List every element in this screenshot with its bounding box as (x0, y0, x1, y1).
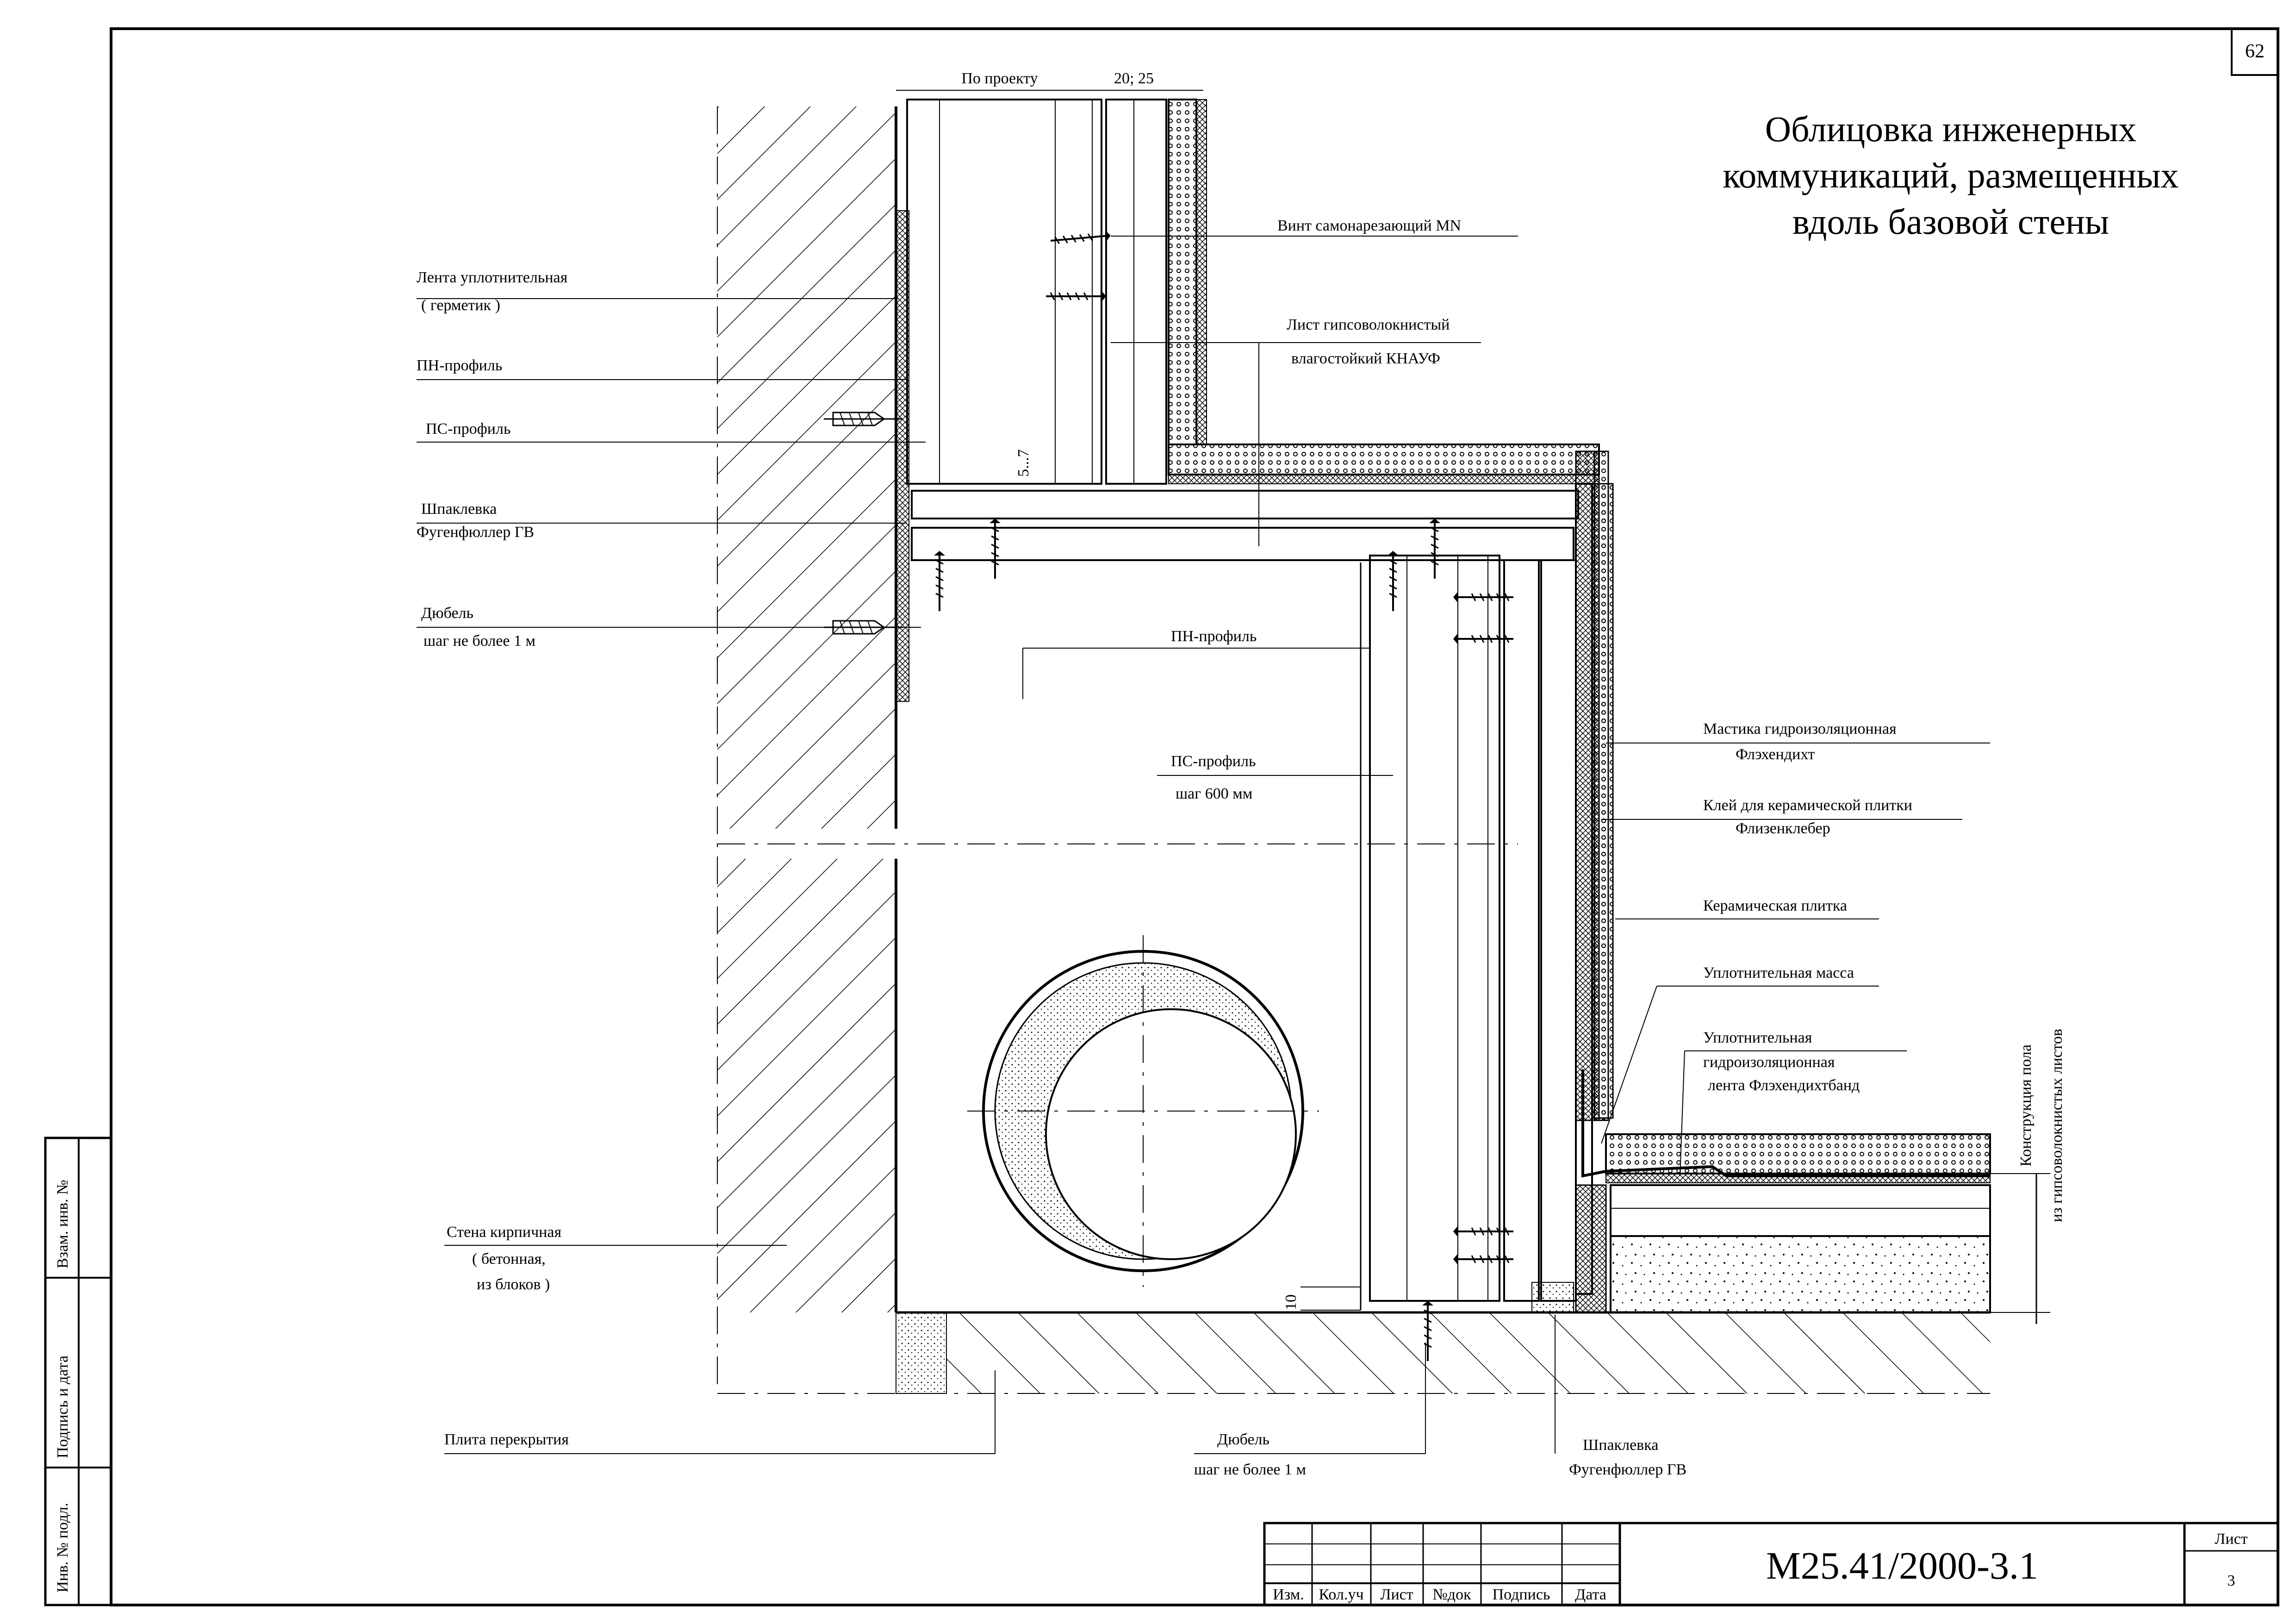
title-block: Изм. Кол.уч Лист №док Подпись Дата М25.4… (1263, 1522, 2279, 1606)
label-mastic-1: Мастика гидроизоляционная (1703, 720, 1897, 737)
label-putty-2b: Фугенфюллер ГВ (1569, 1461, 1686, 1478)
label-pn-profile-2: ПН-профиль (1171, 628, 1257, 645)
label-gvl-2: влагостойкий КНАУФ (1291, 350, 1440, 367)
label-putty-1a: Шпаклевка (421, 500, 497, 518)
side-stamp: Взам. инв. № Подпись и дата Инв. № подл. (44, 1137, 112, 1606)
upper-vertical-cladding (906, 99, 1207, 485)
label-glue-1: Клей для керамической плитки (1703, 797, 1912, 814)
stamp-field-replacement: Взам. инв. № (54, 1180, 71, 1268)
label-pn-profile-1: ПН-профиль (417, 357, 502, 374)
label-putty-1b: Фугенфюллер ГВ (417, 524, 534, 541)
floor-label-2: из гипсоволокнистых листов (2048, 1029, 2066, 1222)
title-line-3: вдоль базовой стены (1792, 201, 2109, 242)
label-gvl-1: Лист гипсоволокнистый (1287, 316, 1450, 333)
label-wall-1: Стена кирпичная (447, 1224, 561, 1241)
label-tile: Керамическая плитка (1703, 897, 1847, 914)
sheet-number-box (2231, 28, 2279, 76)
label-dowel-2a: Дюбель (1217, 1431, 1269, 1448)
sheet-frame (110, 27, 2279, 1606)
label-dowel-2b: шаг не более 1 м (1194, 1461, 1306, 1478)
label-putty-2a: Шпаклевка (1583, 1437, 1658, 1454)
label-ps-profile-1: ПС-профиль (426, 420, 510, 437)
label-seal-tape-w1: Уплотнительная (1703, 1029, 1812, 1046)
dim-gap-20-25: 20; 25 (1114, 70, 1154, 87)
title-line-1: Облицовка инженерных (1765, 109, 2137, 149)
floor-slab (717, 1311, 1990, 1394)
label-dowel-1a: Дюбель (421, 605, 473, 622)
tb-sheet-value: 3 (2228, 1572, 2235, 1589)
tb-col-koluch: Кол.уч (1319, 1586, 1363, 1603)
pipe-section (967, 935, 1319, 1287)
label-wall-2: ( бетонная, (472, 1250, 546, 1268)
label-seal-tape-w3: лента Флэхендихтбанд (1708, 1077, 1860, 1094)
tb-col-data: Дата (1575, 1586, 1606, 1603)
dim-gap-5-7: 5...7 (1015, 450, 1032, 477)
tb-col-ndok: №док (1432, 1586, 1471, 1603)
title-line-2: коммуникаций, размещенных (1723, 155, 2178, 195)
labels: Винт самонарезающий MN Лист гипсоволокни… (417, 217, 1912, 1478)
stamp-field-signature: Подпись и дата (54, 1355, 71, 1458)
tb-sheet-label: Лист (2215, 1530, 2247, 1548)
floor-construction (1531, 1069, 1991, 1313)
sheet-number: 62 (2245, 41, 2265, 62)
label-ps-profile-2b: шаг 600 мм (1176, 785, 1252, 802)
label-glue-2: Флизенклебер (1736, 820, 1830, 837)
label-dowel-1b: шаг не более 1 м (423, 632, 535, 650)
label-seal-mass: Уплотнительная масса (1703, 964, 1854, 981)
dim-by-project: По проекту (961, 70, 1038, 87)
label-slab: Плита перекрытия (444, 1431, 569, 1448)
horizontal-tile-run (911, 443, 1600, 561)
stamp-field-inventory: Инв. № подл. (54, 1503, 71, 1593)
label-mastic-2: Флэхендихт (1736, 746, 1815, 763)
leader-lines (417, 236, 1990, 1454)
document-code: М25.41/2000-3.1 (1766, 1544, 2038, 1587)
label-wall-3: из блоков ) (477, 1276, 550, 1293)
dimension-lines: По проекту 20; 25 5...7 10 Конструкция п… (896, 70, 2066, 1324)
right-vertical-cladding (1360, 450, 1614, 1310)
tb-col-podpis: Подпись (1493, 1586, 1550, 1603)
label-seal-tape-2: ( герметик ) (421, 297, 500, 314)
floor-label-1: Конструкция пола (2017, 1044, 2035, 1167)
label-ps-profile-2a: ПС-профиль (1171, 753, 1256, 770)
label-seal-tape-1: Лента уплотнительная (417, 269, 568, 286)
label-seal-tape-w2: гидроизоляционная (1703, 1054, 1835, 1071)
dim-gap-10: 10 (1282, 1294, 1300, 1310)
tb-col-list: Лист (1380, 1586, 1413, 1603)
label-screw: Винт самонарезающий MN (1277, 217, 1461, 234)
tb-col-izm: Изм. (1273, 1586, 1304, 1603)
